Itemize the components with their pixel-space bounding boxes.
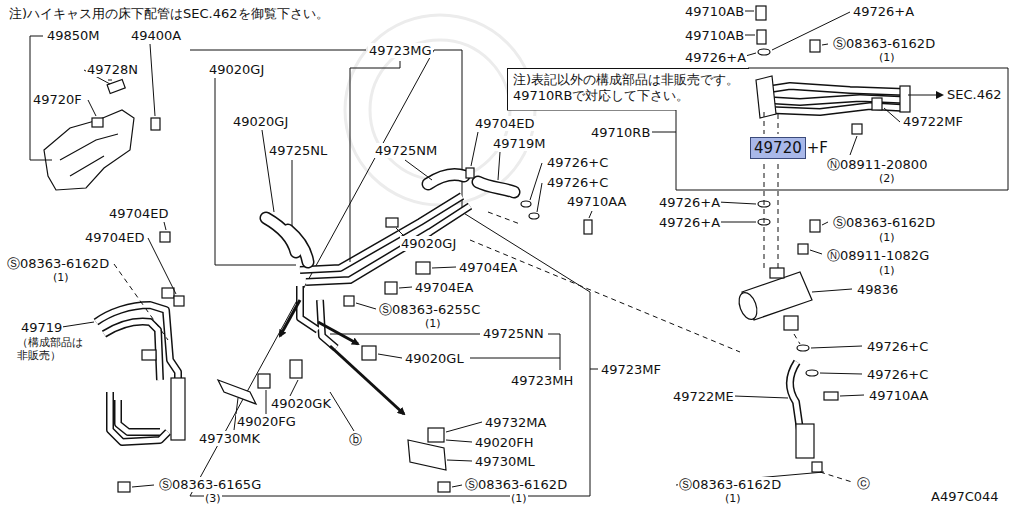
callout-number: 49728N <box>86 62 139 77</box>
hose-outline <box>266 174 514 262</box>
callout-number: 49726+A <box>658 215 721 230</box>
callout-number: (1) <box>424 317 442 330</box>
callout-number: 49732MA <box>484 415 547 430</box>
callout-number: 49723MF <box>600 362 662 377</box>
callout-number: Ⓢ08363-6162D <box>832 36 936 51</box>
callout-number: 49720F <box>32 92 83 107</box>
pipe-fill <box>96 86 905 456</box>
part-number-highlight: 49720+F <box>750 137 806 159</box>
note-text: 注)ハイキャス用の床下配管はSEC.462を御覧下さい。 <box>8 6 330 21</box>
callout-number: Ⓢ08363-6162D <box>464 477 568 492</box>
callout-number: 49704EA <box>458 260 518 275</box>
callout-number: Ⓢ08363-6165G <box>158 477 262 492</box>
callout-number: 49710RB <box>590 125 651 140</box>
callout-number: 49020GJ <box>232 114 289 129</box>
arrow-head <box>936 91 944 99</box>
leader-line <box>30 11 936 487</box>
callout-number: Ⓝ08911-20800 <box>826 157 928 172</box>
callout-number: 49722ME <box>672 389 735 404</box>
callout-number: 49710AB <box>684 28 745 43</box>
callout-number: (1) <box>724 492 742 505</box>
callout-number: (3) <box>204 492 222 505</box>
callout-number: (1) <box>878 51 896 64</box>
group-outline <box>507 68 1008 190</box>
callout-number: 49719M <box>492 136 547 151</box>
callout-number: 49726+A <box>852 4 915 19</box>
callout-number: 49704EA <box>414 280 474 295</box>
callout-number: 49719 <box>20 320 63 335</box>
callout-number: (1) <box>52 271 70 284</box>
callout-number: 49836 <box>856 282 899 297</box>
callout-number: 49730MK <box>198 431 261 446</box>
callout-number: ⓑ <box>348 432 363 447</box>
callout-number: ⓒ <box>856 476 871 491</box>
group-outline <box>190 50 590 496</box>
callout-number: 49726+C <box>866 339 929 354</box>
callout-number: Ⓢ08363-6162D <box>6 256 110 271</box>
callout-number: 49704ED <box>108 206 170 221</box>
callout-number: 49020FG <box>236 414 297 429</box>
callout-number: 49725NL <box>268 143 328 158</box>
callout-number: 49726+A <box>658 195 721 210</box>
callout-number: A497C044 <box>930 489 1000 504</box>
callout-number: 49725NN <box>482 326 545 341</box>
callout-number: 49726+C <box>866 367 929 382</box>
callout-number: 49710AA <box>566 194 628 209</box>
part-suffix: +F <box>807 139 828 157</box>
callout-number: Ⓢ08363-6255C <box>378 302 481 317</box>
callout-number: 49730ML <box>474 454 536 469</box>
callout-number: 49723MG <box>368 43 433 58</box>
callout-number: Ⓝ08911-1082G <box>826 248 930 263</box>
note-text: 注)表記以外の構成部品は非販売です。 49710RBで対応して下さい。 <box>513 72 746 104</box>
callout-number: 49723MH <box>510 373 574 388</box>
callout-number: Ⓢ08363-6162D <box>678 477 782 492</box>
pipe-outline <box>96 86 905 456</box>
note-text: （構成部品は 非販売） <box>16 336 94 362</box>
watermark-emblem <box>345 15 535 205</box>
callout-number: (1) <box>878 264 896 277</box>
callout-number: 49725NM <box>374 143 438 158</box>
callout-number: 49722MF <box>902 114 964 129</box>
callout-number: 49726+C <box>546 155 609 170</box>
callout-number: 49400A <box>130 28 182 43</box>
callout-number: 49710AA <box>868 388 930 403</box>
callout-number: 49710AB <box>684 4 745 19</box>
callout-number: 49850M <box>46 28 101 43</box>
callout-number: 49704ED <box>474 116 536 131</box>
note-box: 注)表記以外の構成部品は非販売です。 49710RBで対応して下さい。 <box>507 68 749 110</box>
callout-number: 49704ED <box>84 230 146 245</box>
callout-number: 49020GJ <box>400 236 457 251</box>
part-shapes <box>44 6 910 492</box>
callout-number: 49020GK <box>270 396 332 411</box>
callout-number: 49726+C <box>546 175 609 190</box>
callout-number: (2) <box>878 172 896 185</box>
callout-number: 49020FH <box>474 435 535 450</box>
callout-number: (1) <box>510 492 528 505</box>
callout-number: 49020GL <box>404 351 465 366</box>
part-number: 49720 <box>754 139 802 157</box>
callout-number: SEC.462 <box>946 87 1003 102</box>
callout-number: (1) <box>878 231 896 244</box>
callout-number: 49020GJ <box>208 62 265 77</box>
callout-number: Ⓢ08363-6162D <box>832 215 936 230</box>
hose-fill <box>266 174 514 262</box>
callout-number: 49726+A <box>684 50 747 65</box>
assembly-line <box>108 80 852 482</box>
